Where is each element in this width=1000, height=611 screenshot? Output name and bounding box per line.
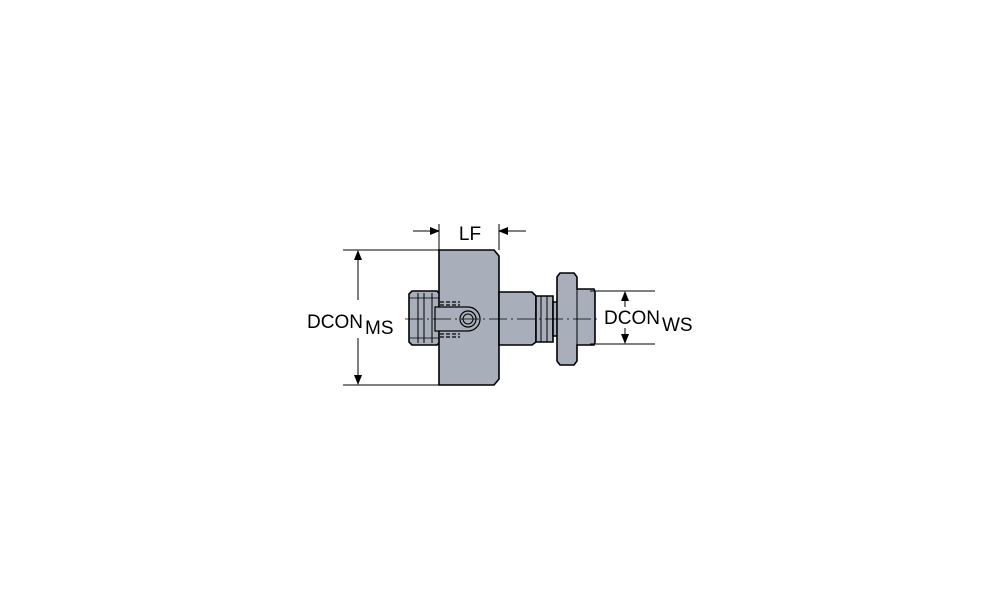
dcon-ws-dimension: DCON WS xyxy=(590,290,693,345)
lf-label: LF xyxy=(459,224,481,245)
workpiece-side-neck xyxy=(498,291,559,346)
dcon-ms-label: DCON xyxy=(307,312,363,333)
dcon-ws-subscript: WS xyxy=(662,315,693,336)
dcon-ms-dimension: DCON MS xyxy=(307,249,439,386)
machine-side-shank xyxy=(408,290,441,346)
dcon-ms-subscript: MS xyxy=(365,318,394,339)
dcon-ws-label: DCON xyxy=(604,308,660,329)
flange-body xyxy=(434,249,500,386)
lf-dimension: LF xyxy=(413,224,526,250)
